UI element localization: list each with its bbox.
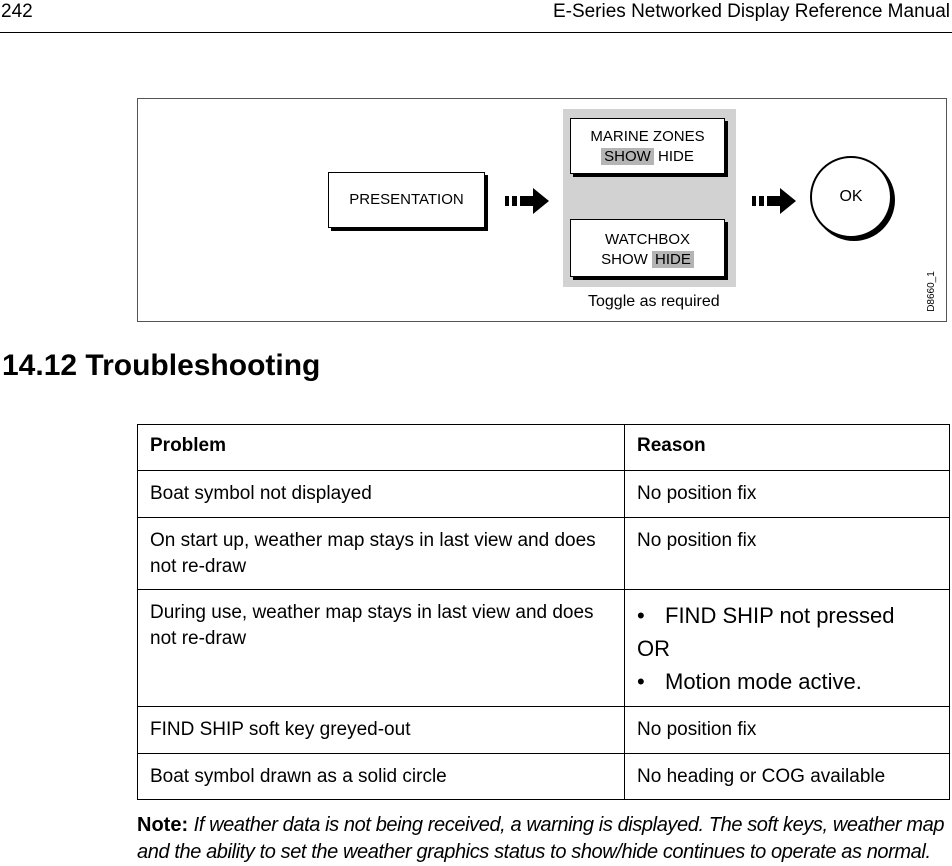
figure-id: D8660_1 — [926, 271, 938, 312]
arrow-right-icon — [752, 188, 796, 214]
problem-cell: On start up, weather map stays in last v… — [137, 517, 625, 590]
marine-zones-hide: HIDE — [658, 148, 694, 165]
reason-list: •FIND SHIP not pressed — [637, 600, 937, 632]
figure-caption: Toggle as required — [588, 293, 720, 310]
marine-zones-title: MARINE ZONES — [590, 128, 705, 145]
page-number: 242 — [1, 1, 33, 22]
problem-cell: During use, weather map stays in last vi… — [137, 589, 625, 707]
table-header-row: Problem Reason — [137, 424, 950, 471]
reason-cell: No heading or COG available — [624, 753, 950, 800]
watchbox-show: SHOW — [601, 251, 648, 268]
section-heading: 14.12 Troubleshooting — [2, 349, 321, 382]
marine-zones-softkey: MARINE ZONES SHOW HIDE — [570, 118, 725, 174]
arrow-right-icon — [505, 188, 549, 214]
table-row: During use, weather map stays in last vi… — [137, 589, 950, 707]
problem-cell: FIND SHIP soft key greyed-out — [137, 706, 625, 754]
problem-cell: Boat symbol drawn as a solid circle — [137, 753, 625, 800]
softkey-figure: PRESENTATION MARINE ZONES SHOW HIDE WATC… — [137, 98, 947, 322]
watchbox-title: WATCHBOX — [605, 231, 690, 248]
ok-button: OK — [810, 156, 892, 238]
list-item: •Motion mode active. — [637, 666, 937, 698]
reason-cell: No position fix — [624, 517, 950, 590]
table-row: Boat symbol drawn as a solid circle No h… — [137, 753, 950, 800]
note-text: If weather data is not being received, a… — [137, 814, 945, 863]
list-item: •FIND SHIP not pressed — [637, 600, 937, 632]
reason-cell: No position fix — [624, 706, 950, 754]
reason-cell: No position fix — [624, 470, 950, 518]
table-row: On start up, weather map stays in last v… — [137, 517, 950, 590]
manual-title: E-Series Networked Display Reference Man… — [552, 1, 950, 22]
bullet-icon: • — [637, 603, 645, 628]
reason-or: OR — [637, 636, 670, 661]
marine-zones-show: SHOW — [601, 148, 654, 165]
reason-cell: •FIND SHIP not pressed OR •Motion mode a… — [624, 589, 950, 707]
watchbox-hide: HIDE — [652, 251, 694, 268]
page-header: 242 E-Series Networked Display Reference… — [0, 0, 952, 33]
table-row: Boat symbol not displayed No position fi… — [137, 470, 950, 518]
problem-cell: Boat symbol not displayed — [137, 470, 625, 518]
column-header-reason: Reason — [624, 424, 950, 471]
watchbox-softkey: WATCHBOX SHOW HIDE — [570, 219, 725, 277]
bullet-icon: • — [637, 669, 645, 694]
presentation-softkey: PRESENTATION — [328, 172, 485, 228]
toggle-panel: MARINE ZONES SHOW HIDE WATCHBOX SHOW HID… — [563, 109, 736, 287]
troubleshooting-table: Problem Reason Boat symbol not displayed… — [137, 424, 950, 800]
reason-list: •Motion mode active. — [637, 666, 937, 698]
note-label: Note: — [137, 814, 189, 836]
note-paragraph: Note: If weather data is not being recei… — [137, 812, 952, 866]
table-row: FIND SHIP soft key greyed-out No positio… — [137, 706, 950, 754]
column-header-problem: Problem — [137, 424, 625, 471]
